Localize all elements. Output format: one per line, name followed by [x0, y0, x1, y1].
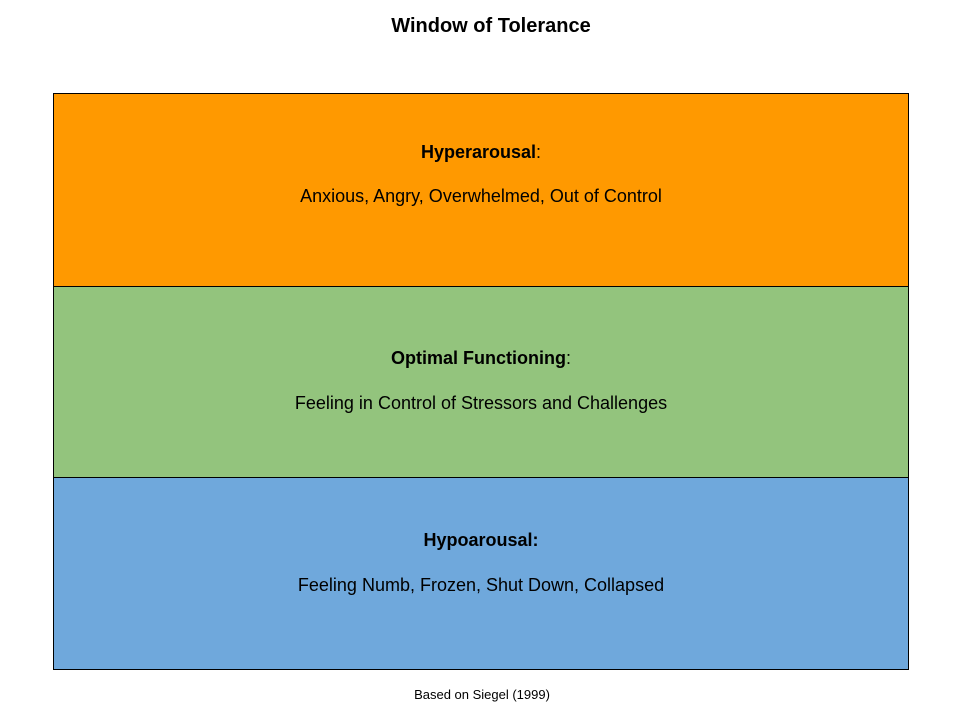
hypoarousal-heading: Hypoarousal: [54, 529, 908, 551]
optimal-functioning-heading: Optimal Functioning: [54, 347, 908, 369]
zone-stack: Hyperarousal: Anxious, Angry, Overwhelme… [53, 93, 909, 670]
hyperarousal-description: Anxious, Angry, Overwhelmed, Out of Cont… [300, 186, 662, 206]
hyperarousal-heading: Hyperarousal: [54, 141, 908, 163]
diagram-title: Window of Tolerance [391, 15, 591, 37]
optimal-functioning-description: Feeling in Control of Stressors and Chal… [294, 393, 668, 413]
hyperarousal-name: Hyperarousal [420, 142, 537, 162]
optimal-functioning-name: Optimal Functioning [391, 348, 566, 368]
hyperarousal-zone: Hyperarousal: Anxious, Angry, Overwhelme… [53, 93, 909, 287]
hypoarousal-name: Hypoarousal: [423, 530, 539, 550]
optimal-functioning-zone: Optimal Functioning: Feeling in Control … [53, 286, 909, 478]
hyperarousal-colon: : [536, 142, 542, 162]
source-footnote: Based on Siegel (1999) [414, 687, 550, 702]
hypoarousal-zone: Hypoarousal: Feeling Numb, Frozen, Shut … [53, 477, 909, 670]
optimal-functioning-colon: : [565, 348, 571, 368]
hypoarousal-description: Feeling Numb, Frozen, Shut Down, Collaps… [297, 575, 665, 595]
